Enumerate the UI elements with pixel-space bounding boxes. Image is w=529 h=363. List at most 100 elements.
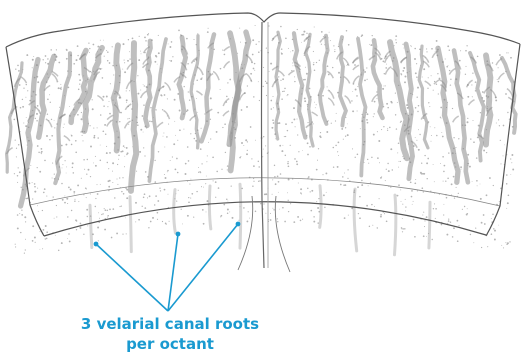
- stipple-dot: [54, 120, 55, 121]
- stipple-dot: [301, 193, 302, 194]
- stipple-dot: [224, 54, 226, 56]
- stipple-dot: [170, 60, 172, 62]
- canal-branch: [55, 53, 70, 183]
- stipple-dot: [15, 69, 16, 70]
- stipple-dot: [247, 141, 248, 142]
- stipple-dot: [20, 131, 21, 132]
- stipple-dot: [388, 170, 390, 172]
- stipple-dot: [104, 208, 105, 209]
- stipple-dot: [442, 156, 444, 158]
- stipple-dot: [162, 109, 163, 110]
- canal-twig: [125, 121, 131, 128]
- stipple-dot: [52, 163, 53, 164]
- stipple-dot: [112, 171, 113, 172]
- stipple-dot: [333, 45, 334, 46]
- stipple-dot: [374, 113, 375, 114]
- stipple-dot: [179, 110, 181, 112]
- stipple-dot: [265, 145, 266, 146]
- stipple-dot: [348, 44, 350, 46]
- stipple-dot: [67, 216, 68, 217]
- stipple-dot: [107, 217, 108, 218]
- stipple-dot: [254, 63, 255, 64]
- stipple-dot: [253, 181, 254, 182]
- stipple-dot: [443, 214, 444, 215]
- stipple-dot: [259, 180, 260, 181]
- stipple-dot: [143, 197, 145, 199]
- stipple-dot: [313, 221, 315, 223]
- stipple-dot: [337, 151, 338, 152]
- stipple-dot: [284, 136, 285, 137]
- stipple-dot: [71, 135, 73, 137]
- stipple-dot: [33, 56, 34, 57]
- stipple-dot: [395, 39, 396, 40]
- stipple-dot: [103, 96, 105, 98]
- stipple-dot: [190, 198, 191, 199]
- stipple-dot: [284, 221, 286, 223]
- stipple-dot: [503, 125, 505, 127]
- stipple-dot: [80, 227, 82, 229]
- canal-twig: [278, 71, 284, 77]
- stipple-dot: [466, 214, 468, 216]
- stipple-dot: [494, 230, 496, 232]
- stipple-dot: [461, 169, 462, 170]
- stipple-dot: [370, 44, 372, 46]
- stipple-dot: [119, 121, 120, 122]
- stipple-dot: [126, 99, 128, 101]
- stipple-dot: [292, 50, 293, 51]
- stipple-dot: [292, 65, 293, 66]
- stipple-dot: [503, 247, 504, 248]
- stipple-dot: [17, 182, 18, 183]
- stipple-dot: [415, 179, 416, 180]
- stipple-dot: [452, 236, 454, 238]
- canal-twig: [97, 96, 103, 101]
- stipple-dot: [329, 32, 330, 33]
- stipple-dot: [428, 77, 429, 78]
- stipple-dot: [104, 229, 106, 231]
- stipple-dot: [17, 227, 19, 229]
- stipple-dot: [426, 236, 427, 237]
- stipple-dot: [190, 133, 191, 134]
- stipple-dot: [269, 71, 270, 72]
- stipple-dot: [66, 166, 67, 167]
- canal-root: [429, 202, 430, 248]
- stipple-dot: [109, 113, 111, 115]
- stipple-dot: [124, 147, 125, 148]
- stipple-dot: [81, 178, 82, 179]
- canal-twig: [453, 116, 459, 122]
- stipple-dot: [288, 48, 289, 49]
- stipple-dot: [325, 172, 327, 174]
- stipple-dot: [163, 136, 164, 137]
- stipple-dot: [498, 67, 499, 68]
- stipple-dot: [90, 193, 91, 194]
- stipple-dot: [111, 237, 113, 239]
- stipple-dot: [66, 198, 68, 200]
- stipple-dot: [154, 61, 156, 63]
- stipple-dot: [220, 68, 222, 70]
- stipple-dot: [448, 65, 449, 66]
- stipple-dot: [298, 151, 299, 152]
- stipple-dot: [14, 173, 15, 174]
- stipple-dot: [405, 199, 406, 200]
- stipple-dot: [423, 235, 425, 237]
- stipple-dot: [411, 46, 412, 47]
- stipple-dot: [40, 249, 41, 250]
- stipple-dot: [506, 208, 507, 209]
- stipple-dot: [88, 169, 90, 171]
- stipple-dot: [287, 94, 288, 95]
- stipple-dot: [430, 126, 431, 127]
- stipple-dot: [456, 187, 457, 188]
- stipple-dot: [201, 163, 202, 164]
- stipple-dot: [384, 213, 385, 214]
- stipple-dot: [400, 189, 401, 190]
- stipple-dot: [18, 144, 20, 146]
- stipple-dot: [108, 190, 109, 191]
- stipple-dot: [79, 79, 81, 81]
- stipple-dot: [346, 65, 347, 66]
- stipple-dot: [32, 67, 33, 68]
- stipple-dot: [273, 209, 274, 210]
- stipple-dot: [207, 31, 209, 33]
- stipple-dot: [500, 163, 501, 164]
- canal-twig: [498, 73, 504, 79]
- stipple-dot: [15, 246, 16, 247]
- stipple-dot: [436, 40, 438, 42]
